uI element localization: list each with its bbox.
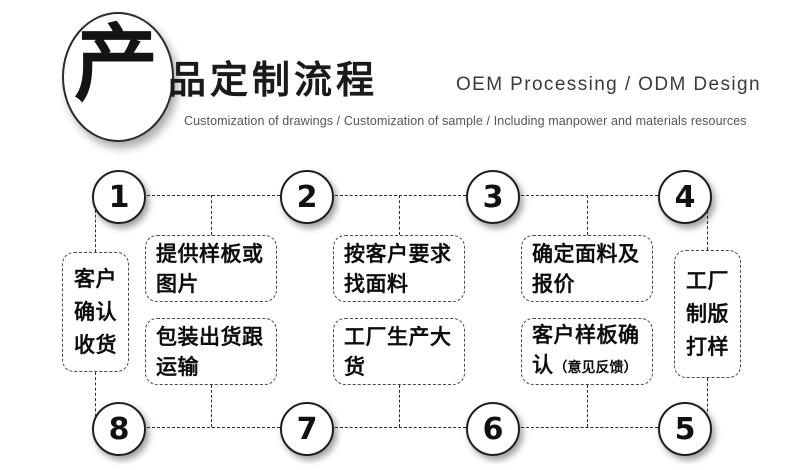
step-box-customer-sample-confirmation-label: 客户样板确认 (532, 323, 640, 377)
step-number-2[interactable]: 2 (280, 170, 334, 224)
page-title: 品定制流程 (168, 58, 379, 102)
english-subtitle: Customization of drawings / Customizatio… (184, 114, 747, 128)
step-number-8[interactable]: 8 (92, 402, 146, 456)
step-box-find-fabric-per-requirement[interactable]: 按客户要求找面料 (333, 235, 465, 302)
step-box-customer-confirm-receipt[interactable]: 客户确认收货 (62, 252, 129, 372)
step-number-3-label: 3 (482, 179, 504, 215)
step-box-find-fabric-per-requirement-label: 按客户要求找面料 (344, 241, 452, 296)
step-number-2-label: 2 (296, 179, 318, 215)
step-box-customer-sample-confirmation-wrap: 客户样板确认（意见反馈） (532, 320, 644, 383)
step-box-customer-sample-confirmation-note: （意见反馈） (553, 360, 638, 376)
connector-riser-col1-bottom (211, 385, 212, 427)
connector-riser-col3-bottom (587, 385, 588, 427)
step-box-confirm-fabric-and-quote-label: 确定面料及报价 (532, 241, 640, 296)
step-number-5-label: 5 (674, 411, 696, 447)
connector-drop-col1-top (211, 195, 212, 235)
step-number-4[interactable]: 4 (658, 170, 712, 224)
step-number-3[interactable]: 3 (466, 170, 520, 224)
step-box-customer-sample-confirmation[interactable]: 客户样板确认（意见反馈） (521, 318, 653, 385)
connector-bottom-6-to-5 (516, 427, 658, 428)
step-number-4-label: 4 (674, 179, 696, 215)
step-box-packing-shipping-transport[interactable]: 包装出货跟运输 (145, 318, 277, 385)
brand-ellipse-decoration (62, 12, 174, 142)
step-box-factory-bulk-production[interactable]: 工厂生产大货 (333, 318, 465, 385)
connector-drop-right-box-top (707, 195, 708, 250)
step-box-factory-bulk-production-label: 工厂生产大货 (344, 324, 452, 379)
connector-riser-col2-bottom (399, 385, 400, 427)
step-box-confirm-fabric-and-quote[interactable]: 确定面料及报价 (521, 235, 653, 302)
header-banner: 产 品定制流程 OEM Processing / ODM Design Cust… (0, 0, 790, 160)
step-box-customer-confirm-receipt-label: 客户确认收货 (74, 266, 117, 357)
step-number-1[interactable]: 1 (92, 170, 146, 224)
step-number-5[interactable]: 5 (658, 402, 712, 456)
connector-drop-col3-top (587, 195, 588, 235)
step-box-provide-sample-or-image-label: 提供样板或图片 (156, 241, 264, 296)
step-box-factory-pattern-sampling-label: 工厂制版打样 (686, 268, 729, 359)
connector-bottom-8-to-7 (142, 427, 280, 428)
step-box-packing-shipping-transport-label: 包装出货跟运输 (156, 324, 264, 379)
step-number-1-label: 1 (108, 179, 130, 215)
step-number-8-label: 8 (108, 411, 130, 447)
connector-riser-left-box-bottom (95, 372, 96, 427)
step-box-provide-sample-or-image[interactable]: 提供样板或图片 (145, 235, 277, 302)
step-number-6-label: 6 (482, 411, 504, 447)
connector-bottom-7-to-6 (330, 427, 466, 428)
connector-left-box-top (95, 195, 96, 252)
step-box-factory-pattern-sampling[interactable]: 工厂制版打样 (674, 250, 741, 378)
flow-diagram: 1 2 3 4 8 7 6 5 客户确认收货 提供样板或图片 (0, 160, 790, 470)
step-number-7-label: 7 (296, 411, 318, 447)
step-number-7[interactable]: 7 (280, 402, 334, 456)
connector-drop-col2-top (399, 195, 400, 235)
english-title: OEM Processing / ODM Design (456, 74, 761, 95)
step-number-6[interactable]: 6 (466, 402, 520, 456)
connector-right-box-bottom (707, 378, 708, 427)
connector-top-2-to-3 (330, 195, 466, 196)
page-title-first-character: 产 (74, 15, 159, 113)
